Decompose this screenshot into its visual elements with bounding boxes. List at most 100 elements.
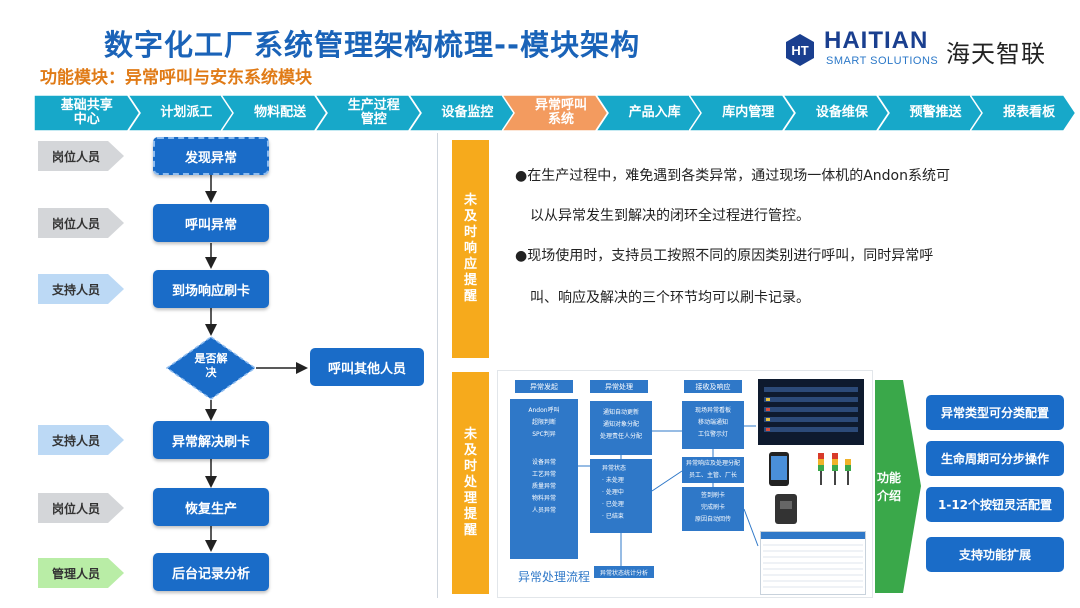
- receive-bottom-item: 签到刷卡: [700, 492, 725, 499]
- role-label: 岗位人员: [51, 501, 100, 516]
- decision-label: 是否解决: [194, 352, 228, 379]
- role-arrow-1: 岗位人员: [38, 139, 126, 173]
- decision-resolved: 是否解决: [165, 336, 257, 400]
- nav-item-label: 设备维保: [815, 105, 868, 120]
- role-arrow-2: 岗位人员: [38, 206, 126, 240]
- logo-cn-name: 海天智联: [946, 40, 1046, 68]
- nav-item-5[interactable]: 设备监控: [408, 95, 515, 131]
- logo-badge-text: HT: [791, 43, 808, 58]
- col-head-initiate: 异常发起: [515, 380, 573, 393]
- step-arrive-swipe-card: 到场响应刷卡: [153, 270, 269, 308]
- nav-item-label: 异常呼叫系统: [534, 98, 587, 127]
- process-flow-screenshot: 异常发起 异常处理 接收及响应 Andon呼叫 超限判断 SPC判异 设备异常 …: [497, 370, 873, 598]
- receive-bottom-box: 签到刷卡 完成刷卡 原因自动回传: [682, 487, 744, 531]
- process-flow-label: 异常处理流程: [518, 570, 591, 584]
- nav-item-8[interactable]: 库内管理: [689, 95, 796, 131]
- nav-item-6[interactable]: 异常呼叫系统: [502, 95, 608, 131]
- page-subtitle: 功能模块：异常呼叫与安东系统模块: [40, 68, 312, 88]
- handle-item: 通知对象分配: [602, 421, 639, 428]
- receive-item: 工位警示灯: [697, 431, 728, 438]
- nav-item-9[interactable]: 设备维保: [783, 95, 889, 131]
- initiate-item: Andon呼叫: [528, 407, 560, 414]
- feature-intro-label: 功能介绍: [875, 380, 903, 593]
- nav-item-2[interactable]: 计划派工: [127, 95, 234, 131]
- nav-item-11[interactable]: 报表看板: [970, 95, 1076, 131]
- nav-chevron-shape: [408, 95, 515, 131]
- logo-tagline: SMART SOLUTIONS: [826, 55, 939, 67]
- reminder-response-label: 未及时响应提醒: [463, 193, 477, 304]
- role-label: 岗位人员: [51, 149, 100, 164]
- initiate-column: Andon呼叫 超限判断 SPC判异 设备异常 工艺异常 质量异常 物料异常 人…: [510, 399, 578, 559]
- col-head-handle: 异常处理: [590, 380, 648, 393]
- handle-status: · 处理中: [602, 489, 624, 496]
- initiate-type: 质量异常: [531, 483, 556, 490]
- nav-item-label: 生产过程管控: [347, 98, 400, 127]
- handle-status: · 已处理: [602, 501, 624, 508]
- page-title: 数字化工厂系统管理架构梳理--模块架构: [104, 28, 641, 62]
- bullet-line-3: ●现场使用时，支持员工按照不同的原因类别进行呼叫，同时异常呼: [515, 248, 934, 264]
- nav-chevron-shape: [502, 95, 608, 131]
- initiate-type: 工艺异常: [531, 471, 556, 478]
- nav-chevron-shape: [595, 95, 702, 131]
- nav-item-1[interactable]: 基础共享中心: [34, 95, 140, 131]
- dashboard-rows-icon: [764, 387, 858, 432]
- nav-item-label: 库内管理: [722, 105, 775, 120]
- nav-chevron-shape: [783, 95, 889, 131]
- receive-mid-item: 员工、主管、厂长: [688, 472, 737, 479]
- bullet-line-1: ●在生产过程中，难免遇到各类异常，通过现场一体机的Andon系统可: [515, 168, 950, 184]
- bullet-line-2: 以从异常发生到解决的闭环全过程进行管控。: [530, 208, 810, 224]
- table-lines-icon: [761, 532, 865, 588]
- feature-item-3: 1-12个按钮灵活配置: [926, 487, 1064, 522]
- reminder-handle-bar: 未及时处理提醒: [452, 372, 489, 594]
- role-label: 支持人员: [51, 282, 100, 297]
- receive-item: 移动端通知: [697, 419, 728, 426]
- step-discover-exception: 发现异常: [153, 137, 269, 175]
- nav-chevron-shape: [970, 95, 1076, 131]
- nav-item-4[interactable]: 生产过程管控: [314, 95, 421, 131]
- receive-top-box: 现场异常看板 移动端通知 工位警示灯: [682, 401, 744, 449]
- handle-status: · 未处理: [602, 477, 624, 484]
- stats-analysis-box: 异常状态统计分析: [594, 566, 654, 578]
- nav-item-label: 产品入库: [628, 105, 681, 120]
- flow-connectors: [205, 175, 308, 552]
- nav-item-label: 基础共享中心: [60, 98, 113, 127]
- feature-item-1: 异常类型可分类配置: [926, 395, 1064, 430]
- handle-item: 处理责任人分配: [599, 433, 642, 440]
- role-arrow-6: 管理人员: [38, 556, 126, 590]
- handle-top-box: 通知自动更新 通知对象分配 处理责任人分配: [590, 401, 652, 455]
- nav-item-label: 计划派工: [160, 105, 213, 120]
- col-head-receive: 接收及响应: [684, 380, 742, 393]
- nav-item-10[interactable]: 预警推送: [876, 95, 983, 131]
- dashboard-thumbnail: [758, 379, 864, 445]
- role-arrow-5: 岗位人员: [38, 491, 126, 525]
- section-divider: [437, 133, 438, 598]
- nav-item-label: 预警推送: [909, 105, 962, 120]
- nav-item-7[interactable]: 产品入库: [595, 95, 702, 131]
- screenshot-connectors: [578, 425, 759, 566]
- module-nav-bar: 基础共享中心 计划派工物料配送生产过程管控设备监控异常呼叫系统 产品入库 库内管理 设备…: [34, 95, 1076, 131]
- step-resume-production: 恢复生产: [153, 488, 269, 526]
- step-call-exception: 呼叫异常: [153, 204, 269, 242]
- tower-light-icon: [818, 453, 851, 485]
- receive-mid-item: 异常响应及处理分配: [685, 460, 740, 467]
- nav-chevron-shape: [689, 95, 796, 131]
- receive-mid-box: 异常响应及处理分配 员工、主管、厂长: [682, 457, 744, 483]
- role-label: 支持人员: [51, 433, 100, 448]
- receive-item: 现场异常看板: [694, 407, 731, 414]
- nav-item-3[interactable]: 物料配送: [221, 95, 327, 131]
- handle-status: · 已结束: [602, 513, 624, 520]
- receive-bottom-item: 完成刷卡: [700, 504, 725, 511]
- nav-chevron-shape: [221, 95, 327, 131]
- report-table-thumbnail: [760, 531, 866, 595]
- handle-status-box: 异常状态 · 未处理 · 处理中 · 已处理 · 已结束: [590, 459, 652, 533]
- step-call-other-staff: 呼叫其他人员: [310, 348, 424, 386]
- nav-chevron-shape: [876, 95, 983, 131]
- initiate-type: 人员异常: [531, 507, 556, 514]
- feature-arrow-icon: [903, 380, 921, 593]
- role-label: 岗位人员: [51, 216, 100, 231]
- mobile-phone-icon: [769, 452, 789, 486]
- initiate-item: 超限判断: [531, 419, 556, 426]
- role-label: 管理人员: [51, 566, 100, 581]
- bullet-line-4: 叫、响应及解决的三个环节均可以刷卡记录。: [530, 290, 810, 306]
- feature-item-2: 生命周期可分步操作: [926, 441, 1064, 476]
